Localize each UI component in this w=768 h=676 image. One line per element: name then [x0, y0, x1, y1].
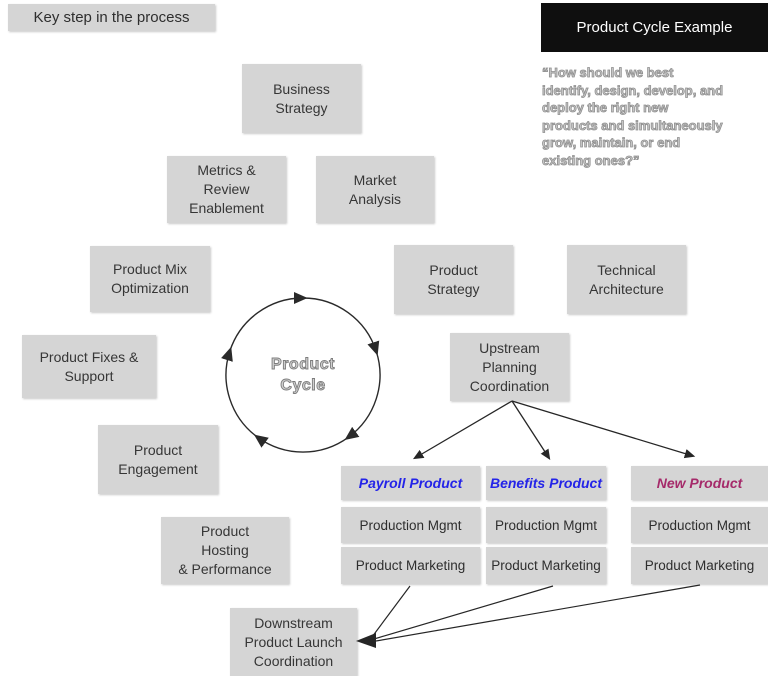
step-product-fixes-support: Product Fixes & Support [22, 335, 156, 398]
step-metrics-review-enablement: Metrics & Review Enablement [167, 156, 286, 223]
production-mgmt-cell-payroll: Production Mgmt [341, 507, 480, 543]
step-product-engagement: Product Engagement [98, 425, 218, 494]
product-column-header-new: New Product [631, 466, 768, 500]
upstream-arrow-payroll [412, 400, 513, 460]
step-product-hosting-performance: Product Hosting & Performance [161, 517, 289, 584]
legend-key-step: Key step in the process [8, 4, 215, 31]
example-quote: “How should we best identify, design, de… [542, 65, 724, 168]
step-upstream-planning-coordination: Upstream Planning Coordination [450, 333, 569, 401]
production-mgmt-cell-new: Production Mgmt [631, 507, 768, 543]
upstream-arrow-new-product [511, 400, 696, 459]
step-product-mix-optimization: Product Mix Optimization [90, 246, 210, 312]
downstream-converge-arrows [356, 584, 701, 648]
cycle-center-label: Product Cycle [271, 356, 335, 395]
production-mgmt-cell-benefits: Production Mgmt [486, 507, 606, 543]
upstream-arrow-benefits [511, 400, 551, 460]
launch-arrowhead [356, 633, 376, 648]
product-marketing-cell-new: Product Marketing [631, 547, 768, 584]
product-marketing-cell-payroll: Product Marketing [341, 547, 480, 584]
launch-line-benefits [373, 585, 554, 640]
step-technical-architecture: Technical Architecture [567, 245, 686, 314]
step-market-analysis: Market Analysis [316, 156, 434, 223]
product-column-header-benefits: Benefits Product [486, 466, 606, 500]
launch-line-payroll [371, 585, 411, 638]
step-downstream-product-launch-coordination: Downstream Product Launch Coordination [230, 608, 357, 676]
step-business-strategy: Business Strategy [242, 64, 361, 133]
step-product-strategy: Product Strategy [394, 245, 513, 314]
product-marketing-cell-benefits: Product Marketing [486, 547, 606, 584]
example-title: Product Cycle Example [541, 3, 768, 52]
launch-line-new-product [375, 584, 701, 642]
upstream-fanout-arrows [412, 400, 696, 460]
product-column-header-payroll: Payroll Product [341, 466, 480, 500]
